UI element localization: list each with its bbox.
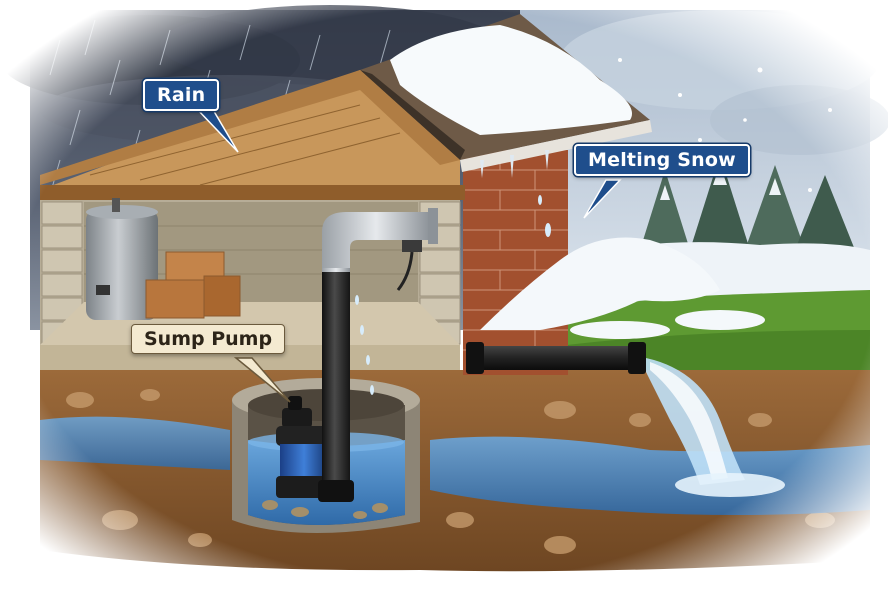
sump-pump-label: Sump Pump — [131, 324, 286, 354]
rain-label: Rain — [143, 79, 220, 111]
melting-snow-label: Melting Snow — [574, 144, 750, 176]
